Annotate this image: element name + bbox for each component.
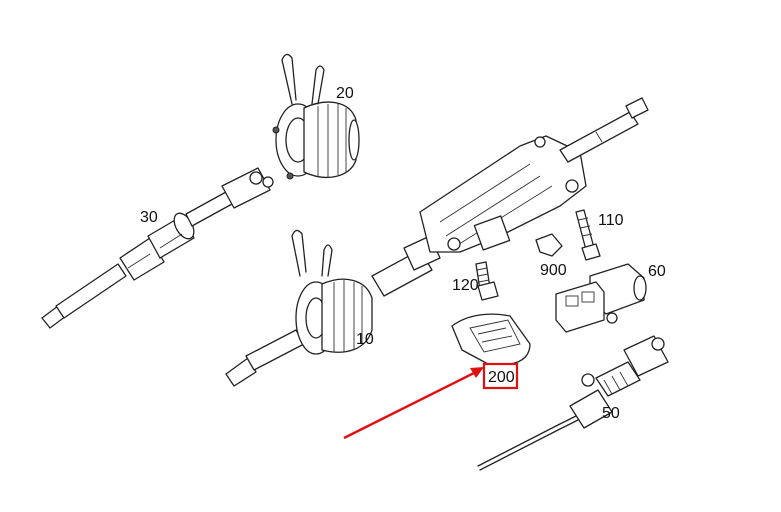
- arrow-head: [470, 367, 484, 378]
- part-20-boot[interactable]: [272, 53, 360, 180]
- label-50: 50: [602, 405, 620, 422]
- part-120-bolt[interactable]: [475, 261, 499, 301]
- label-60: 60: [648, 263, 666, 280]
- part-200-cover[interactable]: [451, 313, 531, 365]
- label-200: 200: [488, 369, 515, 386]
- part-30-shaft[interactable]: [41, 167, 274, 329]
- part-60-motor[interactable]: [555, 263, 647, 333]
- highlight-box: [482, 362, 519, 390]
- label-30: 30: [140, 209, 158, 226]
- label-110: 110: [598, 212, 624, 229]
- label-10: 10: [356, 331, 374, 348]
- part-900-clip[interactable]: [535, 233, 563, 257]
- label-20: 20: [336, 85, 354, 102]
- label-120: 120: [452, 277, 479, 294]
- label-900: 900: [540, 262, 567, 279]
- part-50-sensor[interactable]: [477, 335, 669, 471]
- part-10-column[interactable]: [225, 97, 649, 387]
- highlight-arrow: [343, 370, 477, 440]
- part-110-bolt[interactable]: [575, 209, 601, 261]
